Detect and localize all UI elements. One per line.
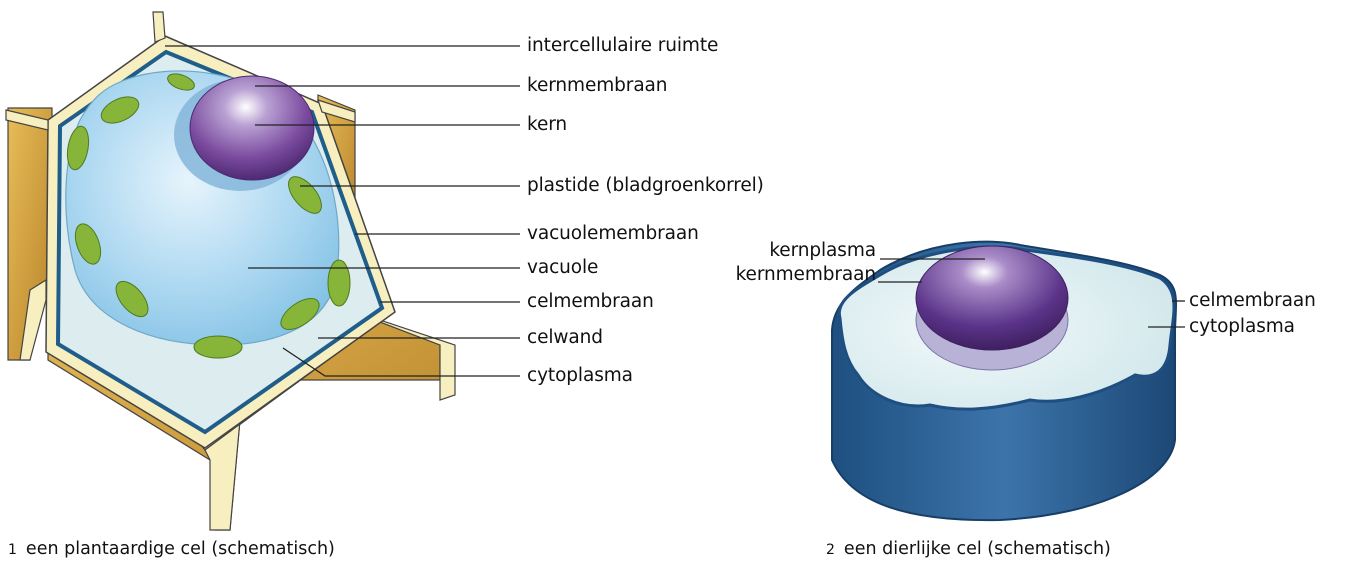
label-animal-cell-membrane: celmembraan [1189, 290, 1316, 312]
label-cell-membrane: celmembraan [527, 291, 654, 313]
label-animal-cytoplasm: cytoplasma [1189, 316, 1295, 338]
chloroplast [194, 336, 242, 358]
label-cytoplasm: cytoplasma [527, 365, 633, 387]
caption-text: een dierlijke cel (schematisch) [844, 539, 1111, 559]
caption-number: 2 [826, 542, 835, 558]
label-nucleus: kern [527, 114, 567, 136]
plant-cell-illustration [6, 12, 520, 530]
label-cell-wall: celwand [527, 327, 603, 349]
caption-text: een plantaardige cel (schematisch) [26, 539, 335, 559]
label-vacuole-membrane: vacuolemembraan [527, 223, 699, 245]
animal-cell-illustration [832, 242, 1185, 520]
label-nucleoplasm: kernplasma [720, 240, 876, 262]
caption-number: 1 [8, 542, 17, 558]
label-plastid: plastide (bladgroenkorrel) [527, 175, 764, 197]
caption-plant-cell: 1 een plantaardige cel (schematisch) [8, 538, 335, 561]
label-intercellular-space: intercellulaire ruimte [527, 35, 718, 57]
label-vacuole: vacuole [527, 257, 598, 279]
label-nuclear-membrane: kernmembraan [527, 75, 667, 97]
animal-nucleus [916, 246, 1068, 350]
nucleus [190, 76, 314, 180]
chloroplast [328, 260, 350, 306]
wall-strut-top [153, 12, 165, 42]
caption-animal-cell: 2 een dierlijke cel (schematisch) [826, 538, 1111, 561]
label-animal-nuclear-membrane: kernmembraan [700, 264, 876, 286]
